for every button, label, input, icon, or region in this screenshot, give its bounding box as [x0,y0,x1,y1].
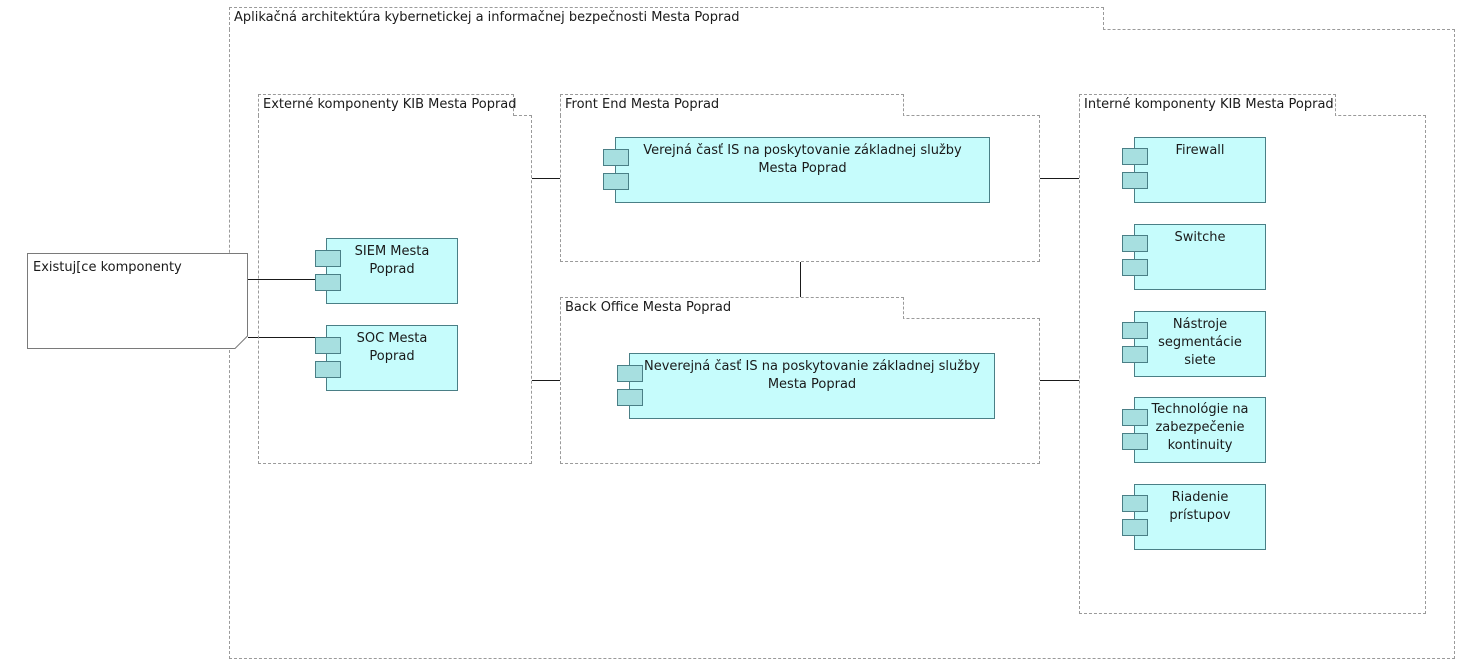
siem-port-top [315,250,341,267]
public-is-port-bottom [603,173,629,190]
continuity-component[interactable]: Technológie na zabezpečenie kontinuity [1134,397,1266,463]
continuity-component-label: Technológie na zabezpečenie kontinuity [1151,402,1249,453]
soc-component[interactable]: SOC Mesta Poprad [326,325,458,391]
firewall-component-label: Firewall [1175,143,1225,158]
access-control-port-bottom [1122,519,1148,536]
siem-port-bottom [315,274,341,291]
frontend-to-internal-connector [1040,178,1079,179]
continuity-port-top [1122,409,1148,426]
public-is-port-top [603,149,629,166]
siem-component-label: SIEM Mesta Poprad [354,244,430,277]
soc-port-bottom [315,361,341,378]
switche-component-label: Switche [1174,230,1226,245]
external-components-title: Externé komponenty KIB Mesta Poprad [258,94,517,116]
segmentation-port-top [1122,322,1148,339]
segmentation-component[interactable]: Nástroje segmentácie siete [1134,311,1266,377]
soc-component-label: SOC Mesta Poprad [356,331,428,364]
external-to-frontend-connector [532,178,560,179]
switche-component[interactable]: Switche [1134,224,1266,290]
note-to-soc-connector [248,337,315,338]
access-control-component[interactable]: Riadenie prístupov [1134,484,1266,550]
note-to-siem-connector [248,279,315,280]
switche-port-top [1122,235,1148,252]
nonpublic-is-port-top [617,365,643,382]
nonpublic-is-component[interactable]: Neverejná časť IS na poskytovanie základ… [629,353,995,419]
switche-port-bottom [1122,259,1148,276]
backoffice-title: Back Office Mesta Poprad [560,297,904,319]
soc-port-top [315,337,341,354]
firewall-port-bottom [1122,172,1148,189]
internal-components-title: Interné komponenty KIB Mesta Poprad [1079,94,1336,116]
existing-components-note-label: Existuj[ce komponenty [33,260,182,275]
firewall-component[interactable]: Firewall [1134,137,1266,203]
firewall-port-top [1122,148,1148,165]
public-is-component-label: Verejná časť IS na poskytovanie základne… [643,143,962,176]
segmentation-component-label: Nástroje segmentácie siete [1158,317,1242,368]
continuity-port-bottom [1122,433,1148,450]
frontend-to-backoffice-connector [800,262,801,297]
segmentation-port-bottom [1122,346,1148,363]
external-to-backoffice-connector [532,380,560,381]
access-control-component-label: Riadenie prístupov [1169,490,1231,523]
nonpublic-is-port-bottom [617,389,643,406]
backoffice-to-internal-connector [1040,380,1079,381]
nonpublic-is-component-label: Neverejná časť IS na poskytovanie základ… [643,359,981,392]
frontend-title: Front End Mesta Poprad [560,94,904,116]
existing-components-note[interactable] [27,253,249,349]
siem-component[interactable]: SIEM Mesta Poprad [326,238,458,304]
public-is-component[interactable]: Verejná časť IS na poskytovanie základne… [615,137,990,203]
main-architecture-title: Aplikačná architektúra kybernetickej a i… [229,7,1104,30]
access-control-port-top [1122,495,1148,512]
